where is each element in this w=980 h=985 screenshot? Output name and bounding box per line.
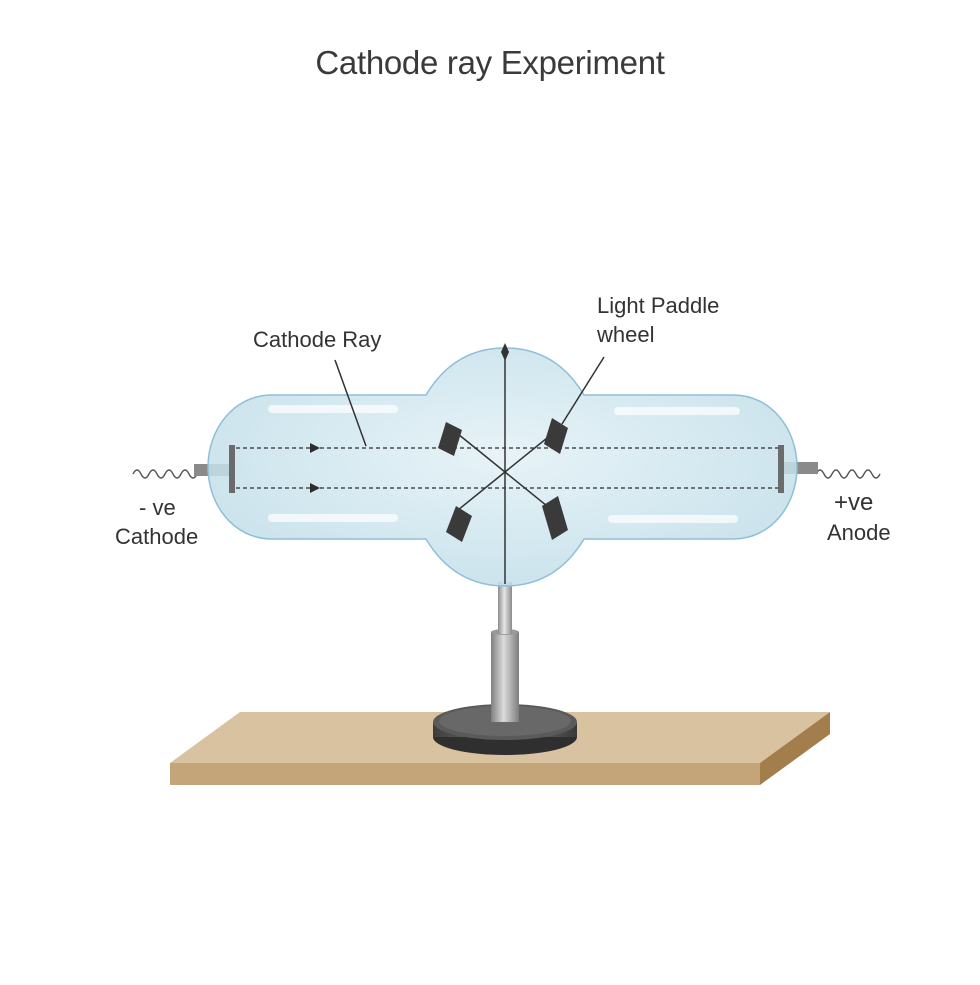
glass-highlights [268,405,740,523]
label-cathode-sign: - ve [139,495,176,520]
paddle-wheel [438,343,568,584]
glass-tube [207,347,798,587]
paddle-blade-top-right [544,418,568,454]
label-cathode-ray: Cathode Ray [253,327,382,352]
cathode-ray-beams [236,447,778,489]
anode-plate [778,445,784,493]
label-anode-name: Anode [827,520,891,545]
label-paddle-line2: wheel [597,322,655,347]
paddle-blade-top-left [438,422,462,456]
anode-wire [815,469,881,479]
stand-pole [491,582,519,722]
paddle-blade-bottom-right [542,496,568,540]
cathode-plate [229,445,235,493]
paddle-wheel-leader [561,356,605,425]
cathode-ray-leader [334,359,367,447]
paddle-blade-bottom-left [446,506,472,542]
stand-base [433,704,577,755]
diagram-title: Cathode ray Experiment [315,44,665,81]
label-paddle-line1: Light Paddle [597,293,720,318]
label-anode-sign: +ve [834,489,874,516]
ray-arrow-upper [310,443,320,453]
ray-arrow-lower [310,483,320,493]
label-cathode-name: Cathode [115,524,199,549]
cathode-wire [132,469,198,479]
